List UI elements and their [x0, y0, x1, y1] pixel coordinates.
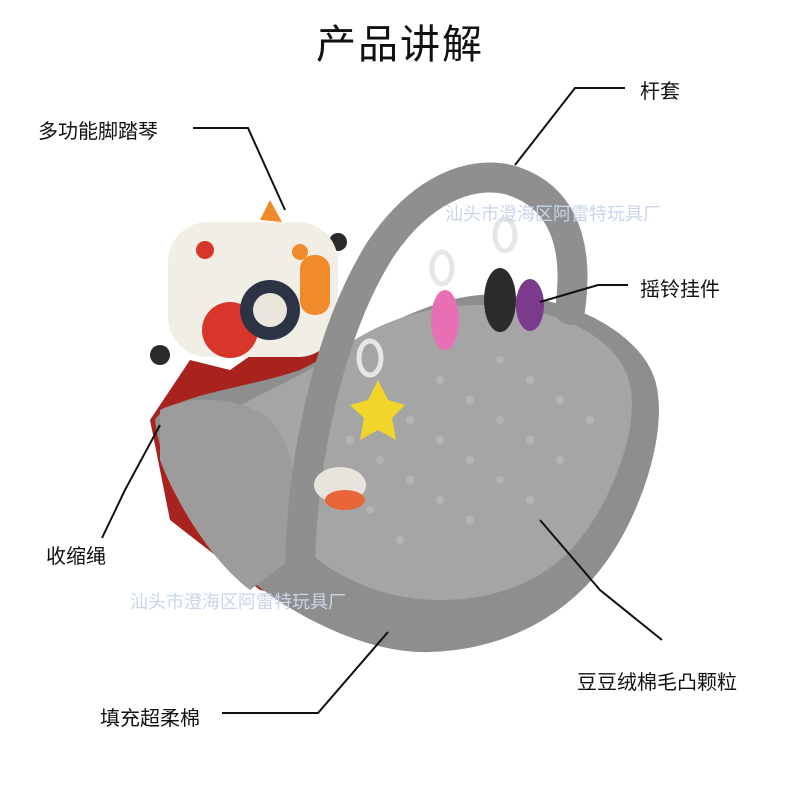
piano-button-orange	[292, 244, 308, 260]
toy-black-white	[484, 268, 516, 332]
piano-orange-side	[300, 255, 330, 315]
leader-drawstring	[101, 424, 161, 539]
label-piano: 多功能脚踏琴	[38, 119, 158, 143]
piano-orange-ear	[260, 200, 282, 222]
play-arch-rod	[285, 162, 588, 595]
watermark-top: 汕头市澄海区阿雷特玩具厂	[445, 204, 661, 225]
label-filling: 填充超柔棉	[100, 706, 200, 730]
leader-piano	[193, 127, 286, 211]
toy-purple	[516, 279, 544, 331]
ring-3	[356, 338, 384, 378]
label-rod-cover: 杆套	[640, 79, 680, 103]
piano-dark-disc-inner	[253, 293, 287, 327]
toy-orange-fish	[325, 490, 365, 510]
page-title: 产品讲解	[316, 22, 484, 68]
ring-2	[492, 216, 518, 254]
label-rattle: 摇铃挂件	[640, 277, 720, 301]
mat-front-flap	[160, 399, 296, 590]
leader-rod-cover	[514, 87, 625, 166]
toy-pink	[431, 290, 459, 350]
watermark-bottom: 汕头市澄海区阿雷特玩具厂	[130, 592, 346, 613]
leader-rattle	[539, 284, 628, 303]
label-minky-dots: 豆豆绒棉毛凸颗粒	[577, 670, 737, 694]
label-drawstring: 收缩绳	[46, 544, 106, 568]
piano-button-red	[196, 241, 214, 259]
ring-1	[429, 249, 455, 287]
leader-filling	[222, 631, 389, 714]
toy-yellow-star	[350, 380, 405, 440]
leader-minky	[539, 519, 663, 641]
piano-knob-left	[150, 345, 170, 365]
